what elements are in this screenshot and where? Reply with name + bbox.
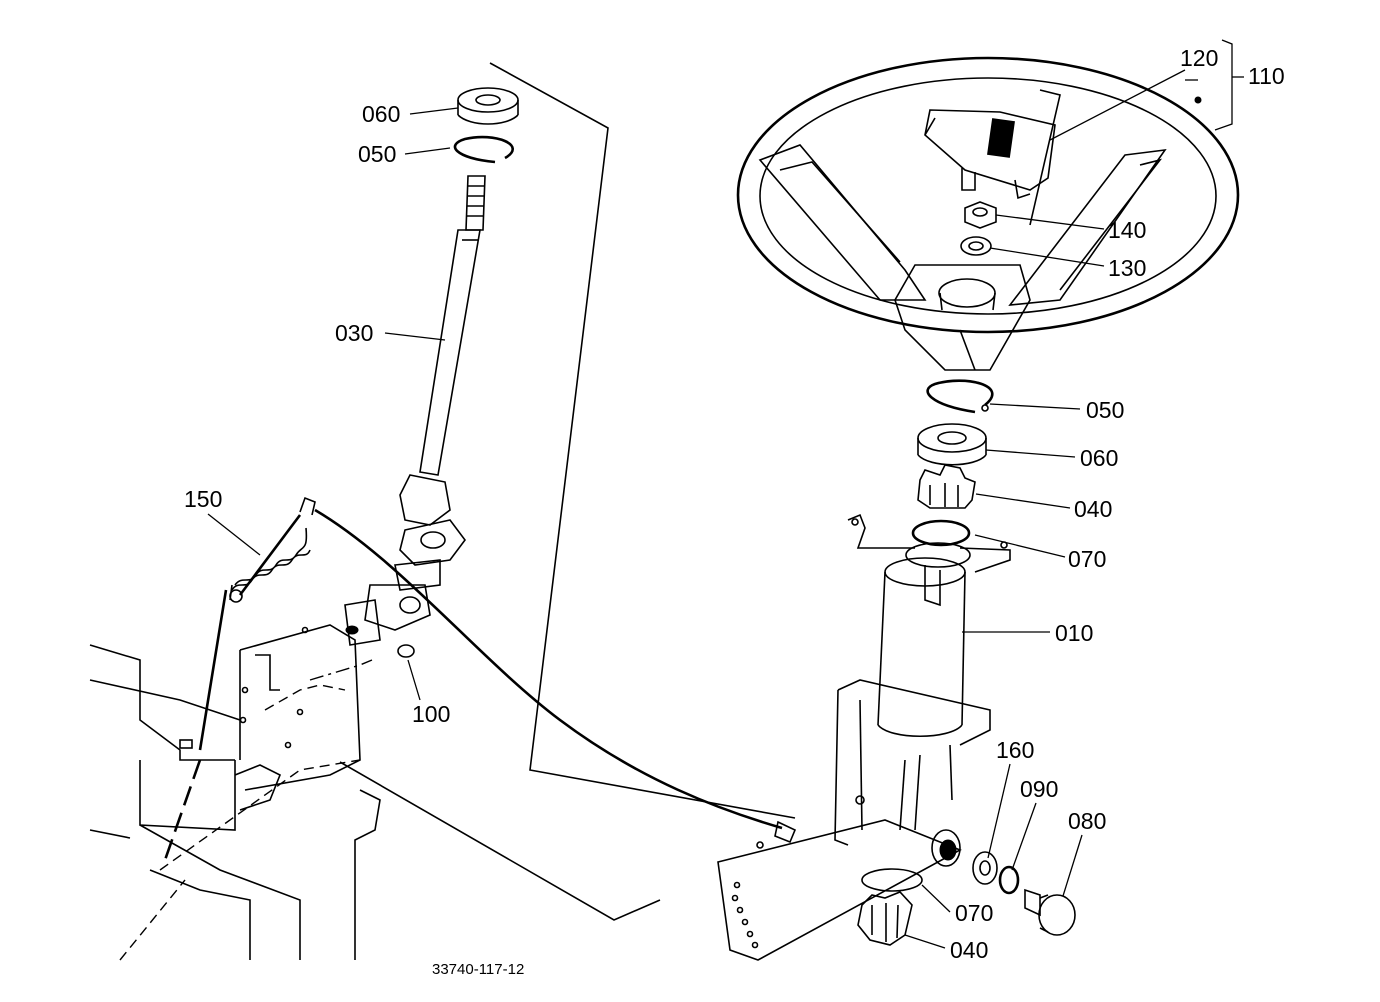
callout-160: 160	[996, 737, 1034, 763]
bearing-left	[457, 87, 519, 125]
throttle-cable	[163, 508, 797, 861]
hub-washer	[960, 236, 992, 256]
callout-040-bottom: 040	[950, 937, 988, 963]
steering-column	[834, 557, 991, 846]
gear-upper	[917, 464, 976, 509]
steering-wheel	[736, 56, 1240, 371]
callout-060-left: 060	[362, 101, 400, 127]
bolt-080	[1024, 888, 1076, 936]
washer-090	[998, 865, 1020, 895]
callout-150: 150	[184, 486, 222, 512]
hidden-lines	[119, 659, 373, 961]
callout-050-left: 050	[358, 141, 396, 167]
callout-100: 100	[412, 701, 450, 727]
callout-070-top: 070	[1068, 546, 1106, 572]
callout-070-bottom: 070	[955, 900, 993, 926]
snap-ring-right	[926, 379, 994, 414]
callout-060-right: 060	[1080, 445, 1118, 471]
mounting-bracket	[239, 624, 361, 791]
snap-ring-left	[453, 135, 514, 164]
horn-cap	[924, 109, 1056, 200]
callout-080: 080	[1068, 808, 1106, 834]
washer-160	[972, 851, 998, 885]
callout-040-top: 040	[1074, 496, 1112, 522]
part-callouts: 110 120 140 130 050 060 040 070 010 160 …	[184, 45, 1285, 978]
hub-nut	[964, 201, 997, 229]
bearing-right	[917, 423, 987, 466]
leader-lines	[207, 39, 1244, 949]
callout-050-right: 050	[1086, 397, 1124, 423]
drawing-number: 33740-117-12	[432, 961, 524, 978]
callout-030: 030	[335, 320, 373, 346]
callout-110: 110	[1248, 63, 1285, 89]
callout-140: 140	[1108, 217, 1146, 243]
chassis-frame	[89, 644, 381, 960]
gear-lower	[857, 891, 913, 946]
steering-shaft	[344, 175, 486, 646]
callout-120: 120	[1180, 45, 1218, 71]
callout-090: 090	[1020, 776, 1058, 802]
column-bracket	[847, 513, 1011, 573]
return-spring	[229, 496, 316, 603]
ring-lower	[861, 868, 923, 892]
bushing	[931, 829, 961, 867]
callout-130: 130	[1108, 255, 1146, 281]
callout-010: 010	[1055, 620, 1093, 646]
nut-100	[397, 644, 415, 658]
explosion-frame	[339, 62, 796, 921]
